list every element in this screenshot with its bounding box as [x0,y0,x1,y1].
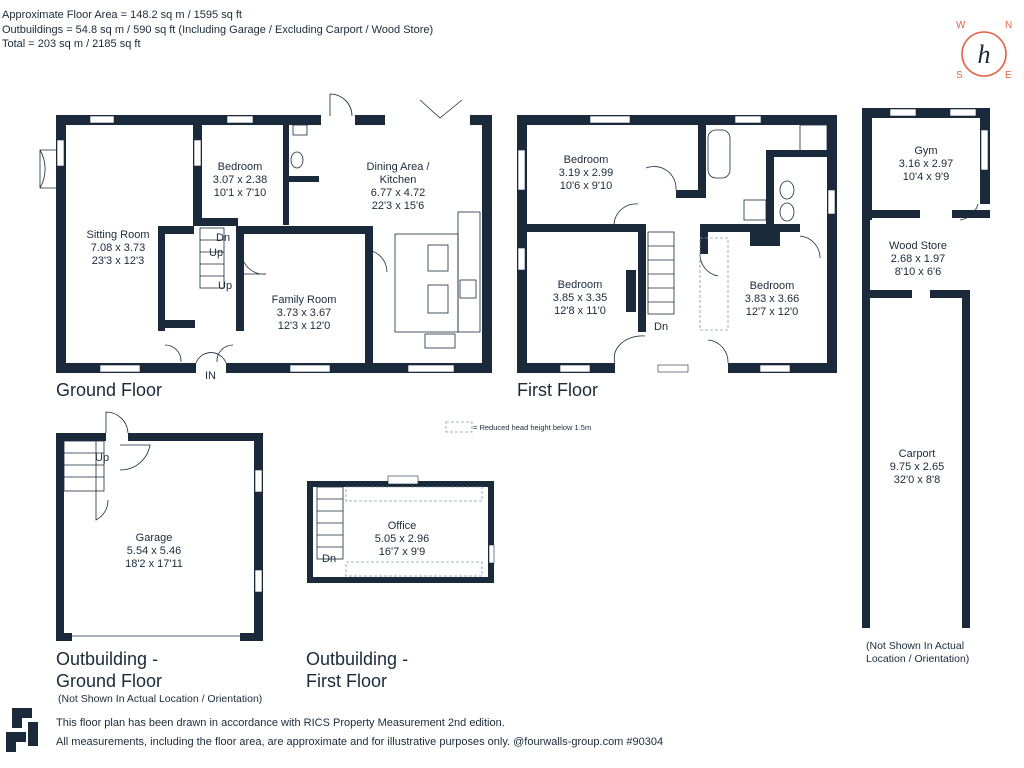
room-name: Sitting Room [86,229,150,241]
room-name: Bedroom [557,279,603,291]
room-imperial: 8'10 x 6'6 [894,266,942,278]
floor-area-outbuildings: Outbuildings = 54.8 sq m / 590 sq ft (In… [2,24,434,36]
room-imperial: 12'3 x 12'0 [277,320,331,332]
room-bedroom-ground: Bedroom 3.07 x 2.38 10'1 x 7'10 [213,161,267,200]
compass-north: N [1005,20,1013,31]
entrance-in-label: IN [205,370,216,382]
room-metric: 3.07 x 2.38 [212,174,268,186]
stair-dn-label: Dn [216,232,231,244]
room-wood-store: Wood Store 2.68 x 1.97 8'10 x 6'6 [889,240,947,279]
floor-title-first: First Floor [517,380,598,400]
stair-up-label: Up [209,247,224,259]
room-metric: 9.75 x 2.65 [889,461,945,473]
reduced-height-swatch [445,421,473,433]
garage-plan [56,411,263,641]
room-imperial: 12'7 x 12'0 [745,306,799,318]
room-office: Office 5.05 x 2.96 16'7 x 9'9 [375,520,429,559]
room-name: Office [387,520,417,532]
room-imperial: 32'0 x 8'8 [893,474,941,486]
room-metric: 7.08 x 3.73 [90,242,146,254]
gym-carport-plan [862,108,990,628]
room-metric: 3.83 x 3.66 [744,293,800,305]
room-sitting-room: Sitting Room 7.08 x 3.73 23'3 x 12'3 [87,229,150,268]
room-name: Garage [135,532,173,544]
floor-title-outbuilding-first-1: Outbuilding - [306,649,409,669]
room-imperial: 22'3 x 15'6 [371,200,425,212]
compass-monogram: h [978,40,991,69]
compass-east: E [1005,70,1012,81]
room-bedroom-1: Bedroom 3.19 x 2.99 10'6 x 9'10 [559,154,613,193]
room-name: Gym [914,145,938,157]
floor-area-main: Approximate Floor Area = 148.2 sq m / 15… [2,9,242,21]
floor-area-total: Total = 203 sq m / 2185 sq ft [2,38,141,50]
room-bedroom-2: Bedroom 3.85 x 3.35 12'8 x 11'0 [553,279,607,318]
room-imperial: 10'6 x 9'10 [559,180,613,192]
room-metric: 5.05 x 2.96 [374,533,430,545]
room-imperial: 12'8 x 11'0 [554,305,606,317]
room-name: Bedroom [217,161,263,173]
room-gym: Gym 3.16 x 2.97 10'4 x 9'9 [899,145,953,184]
room-name: Bedroom [749,280,795,292]
room-name: Dining Area / [366,161,430,173]
room-family-room: Family Room 3.73 x 3.67 12'3 x 12'0 [272,294,337,333]
floor-title-outbuilding-ground-1: Outbuilding - [56,649,159,669]
office-plan [307,475,495,583]
room-garage: Garage 5.54 x 5.46 18'2 x 17'11 [125,532,183,571]
carport-note-line2: Location / Orientation) [866,653,970,665]
legend-reduced-height: = Reduced head height below 1.5m [473,423,592,432]
floor-title-outbuilding-first-2: First Floor [306,671,387,691]
room-metric: 5.54 x 5.46 [126,545,182,557]
room-imperial: 10'4 x 9'9 [902,171,950,183]
room-imperial: 10'1 x 7'10 [213,187,267,199]
floor-title-ground: Ground Floor [56,380,163,400]
carport-note-line1: (Not Shown In Actual [866,640,965,652]
room-metric: 3.19 x 2.99 [558,167,614,179]
room-carport: Carport 9.75 x 2.65 32'0 x 8'8 [890,448,944,487]
room-imperial: 23'3 x 12'3 [91,255,145,267]
garage-stair-up-label: Up [95,452,110,464]
compass-south: S [956,70,963,81]
room-name: Family Room [271,294,337,306]
room-name: Carport [898,448,936,460]
room-imperial: 16'7 x 9'9 [378,546,426,558]
room-metric: 3.73 x 3.67 [276,307,332,319]
room-metric: 2.68 x 1.97 [890,253,946,265]
room-name: Bedroom [563,154,609,166]
room-dining-kitchen: Dining Area / Kitchen 6.77 x 4.72 22'3 x… [367,161,430,213]
room-name: Wood Store [889,240,947,252]
compass-logo: h W N S E [950,18,1018,86]
room-name-2: Kitchen [379,174,417,186]
footer-rics-note: This floor plan has been drawn in accord… [56,717,505,729]
room-metric: 3.16 x 2.97 [898,158,954,170]
room-imperial: 18'2 x 17'11 [125,558,183,570]
floor-title-outbuilding-ground-2: Ground Floor [56,671,163,691]
outbuilding-ground-note: (Not Shown In Actual Location / Orientat… [58,693,263,705]
office-stair-dn-label: Dn [322,553,337,565]
room-metric: 6.77 x 4.72 [370,187,426,199]
compass-west: W [956,20,966,31]
room-bedroom-3: Bedroom 3.83 x 3.66 12'7 x 12'0 [745,280,799,319]
footer-disclaimer: All measurements, including the floor ar… [56,736,664,748]
fourwalls-logo [6,708,38,752]
ground-floor-plan [39,93,492,373]
stair-up-label-2: Up [218,280,233,292]
first-floor-plan [517,115,837,373]
stair-dn-label-first: Dn [654,321,669,333]
room-metric: 3.85 x 3.35 [552,292,608,304]
